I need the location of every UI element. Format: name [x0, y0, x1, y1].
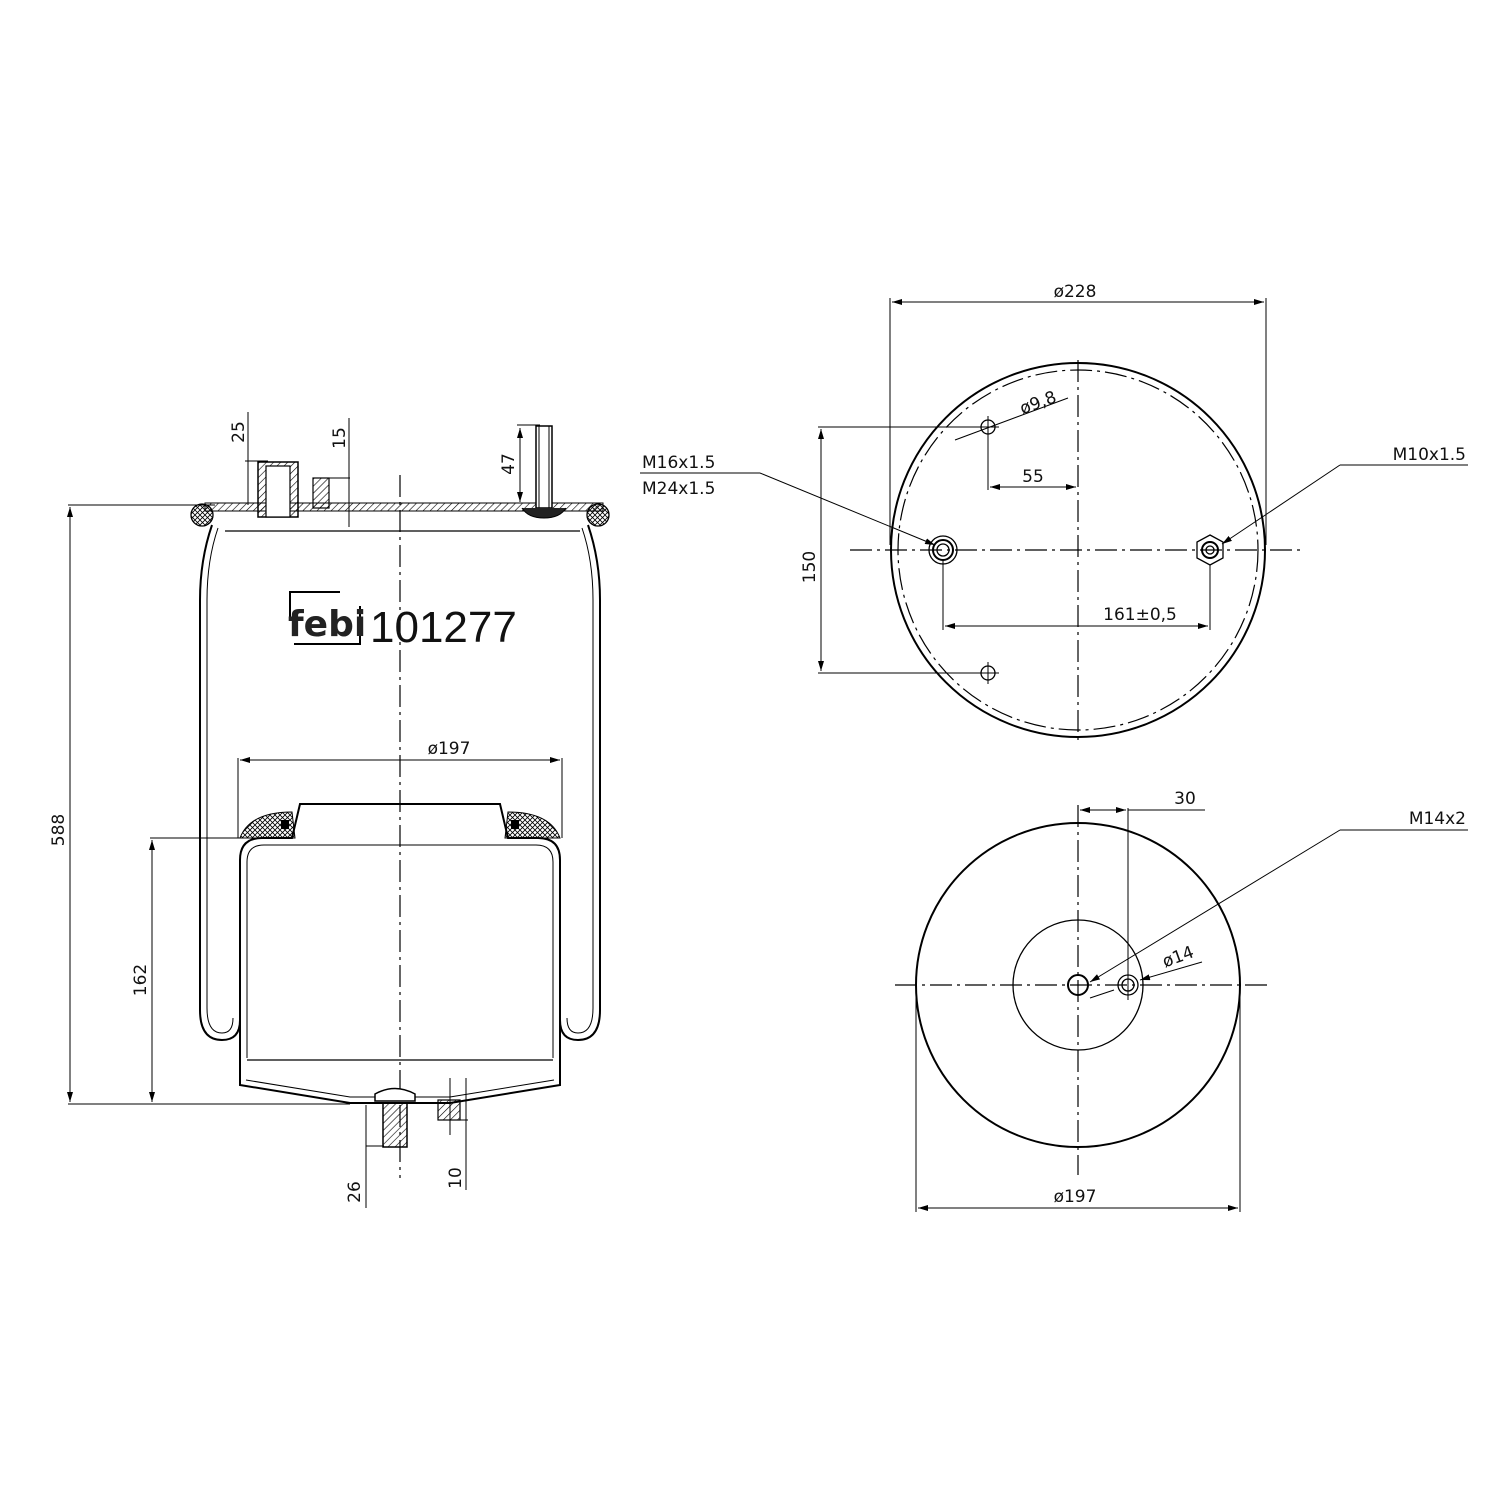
febi-logo: febi	[288, 586, 366, 646]
dim-bottom-bolt-length: 26	[345, 1181, 365, 1203]
callout-bolt-thread: M14x2	[1409, 809, 1466, 829]
dim-outer-diameter: ø228	[1054, 282, 1097, 302]
side-view: 588 162 25 15 47 ø197 26 10 febi 10127	[49, 412, 610, 1208]
dim-bottom-pin-length: 10	[446, 1167, 466, 1189]
dim-bottom-hole-diameter: ø14	[1160, 942, 1197, 972]
dim-stud-offset: 15	[330, 427, 350, 449]
dim-hole-spacing: 150	[800, 551, 820, 583]
dim-piston-height: 162	[131, 964, 151, 996]
brand-logo-text: febi	[288, 604, 366, 645]
callout-stud-thread: M10x1.5	[1393, 445, 1466, 465]
dim-overall-height: 588	[49, 814, 69, 846]
bottom-view: 30 ø14 ø197 M14x2	[895, 789, 1468, 1212]
dim-bolt-length: 47	[499, 453, 519, 475]
dim-fitting-height: 25	[229, 421, 249, 443]
part-number: 101277	[370, 603, 517, 652]
dim-base-diameter: ø197	[1054, 1187, 1097, 1207]
dim-offset: 30	[1174, 789, 1196, 809]
top-view: ø228 ø9,8 55 150 161±0,5 M16x1.5 M24x1.5…	[640, 282, 1468, 745]
dim-hole-diameter: ø9,8	[1017, 388, 1059, 420]
dim-thread-spacing: 161±0,5	[1103, 605, 1177, 625]
callout-port-thread-1: M16x1.5	[642, 453, 715, 473]
callout-port-thread-2: M24x1.5	[642, 479, 715, 499]
dim-piston-diameter: ø197	[428, 739, 471, 759]
dim-hole-offset: 55	[1022, 467, 1044, 487]
